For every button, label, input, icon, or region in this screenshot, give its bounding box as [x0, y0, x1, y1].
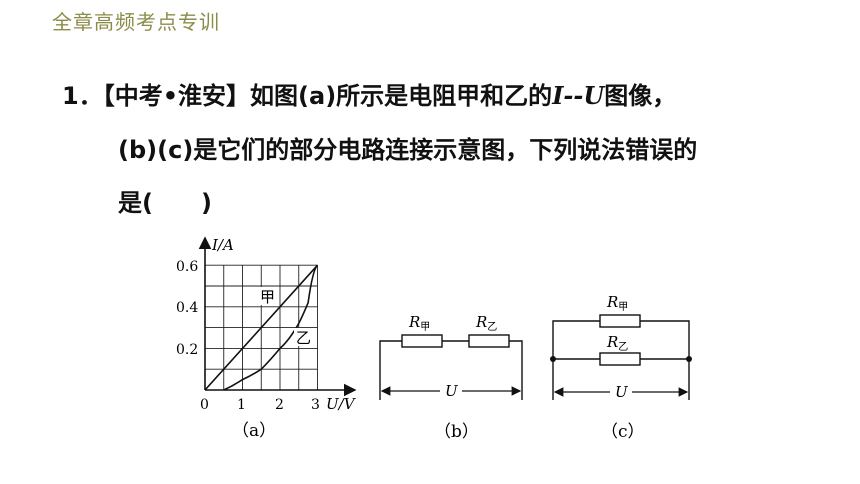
circuit-wire	[509, 340, 523, 400]
question-text-1a: 【中考•淮安】如图(a)所示是电阻甲和乙的	[102, 82, 553, 110]
x-tick-label: 1	[237, 397, 246, 413]
circuit-wire	[379, 340, 402, 400]
y-tick-label: 0.6	[176, 259, 198, 275]
figure-b-caption: （b）	[434, 422, 479, 442]
y-tick-label: 0.4	[176, 300, 198, 316]
question-text-1b: 图像，	[604, 82, 677, 110]
question-number: 1．	[62, 82, 103, 110]
circuit-wire	[552, 320, 600, 400]
junction-node	[686, 356, 692, 362]
resistor-yi	[468, 334, 510, 348]
junction-node	[550, 356, 556, 362]
resistor-yi	[599, 352, 641, 366]
x-axis-label: U/V	[326, 395, 357, 413]
resistor-jia	[599, 314, 641, 328]
x-tick-label: 2	[275, 397, 284, 413]
figure-b-circuit: R甲 R乙 U （b）	[379, 313, 523, 442]
resistor-jia	[401, 334, 443, 348]
header-title: 全章高频考点专训	[52, 10, 220, 34]
resistor-label-yi: R乙	[475, 313, 497, 333]
x-tick-label: 3	[311, 397, 320, 413]
figure-c-caption: （c）	[601, 422, 645, 442]
figure-a-graph: I/A U/V 0.6 0.4 0.2 0 1 2 3 甲 乙 （a）	[176, 236, 357, 441]
series-line-jia	[204, 264, 319, 391]
resistor-label-jia: R甲	[606, 293, 628, 313]
figure-a-caption: （a）	[232, 421, 276, 441]
y-tick-label: 0.2	[176, 342, 198, 358]
x-tick-label: 0	[200, 397, 209, 413]
series-line-yi	[223, 264, 319, 391]
voltage-label: U	[445, 382, 459, 400]
y-axis-label: I/A	[211, 236, 234, 254]
figure-c-circuit: R甲 R乙 U （c）	[550, 293, 692, 442]
question-line-2: (b)(c)是它们的部分电路连接示意图，下列说法错误的	[118, 136, 698, 164]
question-line-3: 是( )	[118, 189, 212, 217]
resistor-label-yi: R乙	[606, 333, 628, 353]
circuit-wire	[640, 320, 690, 400]
question-line-1: 1．【中考•淮安】如图(a)所示是电阻甲和乙的I--U图像，	[62, 76, 676, 111]
resistor-label-jia: R甲	[408, 313, 430, 333]
series-label-yi: 乙	[296, 329, 311, 347]
question-var-iu: I--U	[552, 81, 605, 110]
series-label-jia: 甲	[260, 288, 275, 306]
voltage-label: U	[615, 383, 629, 401]
